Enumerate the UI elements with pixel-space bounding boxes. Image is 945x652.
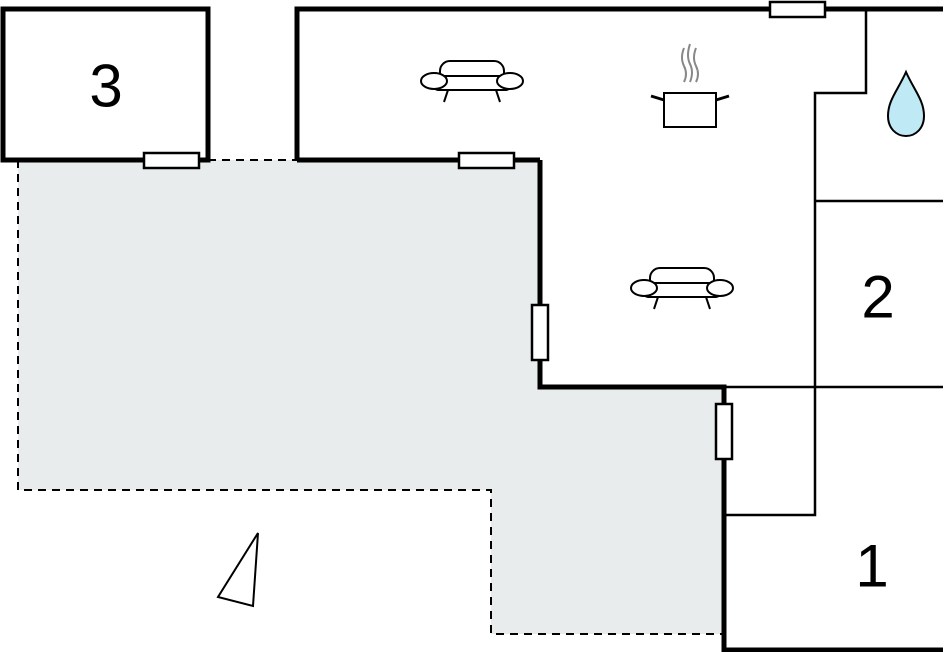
sofa-icon: [420, 60, 524, 103]
water-drop-icon: [886, 69, 926, 138]
room-1-label: 1: [855, 533, 888, 600]
window-living-side: [530, 303, 550, 362]
terrace-fill: [18, 160, 724, 634]
terrace: [17, 159, 724, 635]
bathroom-wall: [724, 9, 868, 517]
window-room-3: [142, 151, 201, 170]
interior-walls: [724, 9, 943, 517]
room-3: 3: [0, 6, 211, 163]
cooking-pot-icon: [650, 43, 730, 128]
windows: [142, 0, 827, 461]
compass-north-arrow-icon: [216, 532, 259, 608]
window-room-1-side: [714, 402, 734, 461]
room-3-walls: [0, 6, 211, 163]
room-2-label: 2: [861, 264, 894, 331]
sofa-icon: [630, 267, 734, 310]
window-top: [768, 0, 827, 19]
steam-lines: [681, 43, 699, 83]
window-living-top: [457, 151, 516, 170]
main-house-floor: [297, 9, 943, 650]
room-3-label: 3: [89, 53, 122, 120]
terrace-dashed-border: [17, 160, 724, 635]
